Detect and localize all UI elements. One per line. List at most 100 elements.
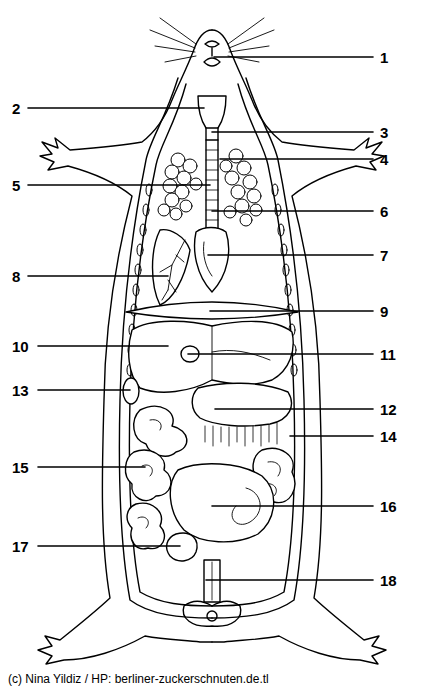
body-outline [38,30,212,664]
callout-number: 10 [12,339,29,354]
callout-number: 4 [380,152,388,167]
lungs [177,171,191,185]
leader-lines [220,158,373,160]
heart [195,228,229,293]
leader-lines [212,505,373,507]
leader-lines [28,107,204,109]
pelvis [183,602,241,627]
callout-number: 17 [12,539,29,554]
callout-number: 14 [380,429,397,444]
stomach [205,423,277,446]
rectum [212,562,213,600]
callout-number: 1 [380,50,388,65]
ribs [137,244,143,256]
leader-lines [212,131,373,133]
leader-lines [290,435,373,437]
lungs [229,149,243,163]
lungs [190,178,202,190]
heart [195,228,229,293]
liver [129,321,293,392]
stomach [192,383,291,426]
ribs [278,224,284,236]
ribs [291,364,297,376]
leader-lines [38,345,168,347]
callout-number: 12 [380,402,397,417]
whiskers [228,18,274,62]
intestine [125,450,171,500]
pelvis [207,611,217,621]
lungs [240,214,252,226]
ribs [143,204,149,216]
lungs [237,161,251,175]
lungs [250,204,262,216]
callout-number: 11 [380,347,396,362]
lungs [224,206,236,218]
throat [198,96,226,140]
liver [212,326,270,380]
lungs [158,204,170,216]
intestine [127,503,164,549]
leader-lines [206,579,373,581]
leader-lines [208,254,373,256]
pelvis [183,602,241,627]
intestine [138,420,161,528]
callout-number: 6 [380,204,388,219]
callout-number: 7 [380,248,388,263]
callout-number: 13 [12,383,29,398]
callout-number: 15 [12,460,29,475]
cecum [170,464,273,542]
spleen [123,378,139,404]
spleen [123,378,139,404]
callout-number: 16 [380,499,397,514]
leader-lines [210,310,373,312]
callout-number: 2 [12,101,20,116]
ribs [272,184,278,196]
whiskers [150,18,196,62]
leader-lines [214,56,373,58]
lung-lobe [153,230,191,305]
bladder [167,533,197,561]
leader-lines [28,184,210,186]
callout-number: 8 [12,269,20,284]
nose-mouth [205,41,219,47]
leader-lines [28,57,373,580]
lung-lobe [153,230,191,305]
rectum [204,560,220,602]
callout-number: 3 [380,125,388,140]
lungs [247,189,261,203]
rectum [204,560,220,602]
leader-lines [188,353,373,355]
ribs [285,284,291,296]
lung-lobe [160,240,185,300]
stomach [192,383,291,446]
nose-mouth [204,41,220,66]
leader-lines [38,545,180,547]
intestine [134,406,187,456]
lungs [231,185,245,199]
callout-number: 18 [380,573,397,588]
rat-anatomy-illustration [28,18,386,664]
leader-lines [212,210,373,212]
copyright-note: (c) Nina Yildiz / HP: berliner-zuckersch… [8,673,269,685]
ribs [140,224,146,236]
ribs [275,204,281,216]
leader-lines [38,389,130,391]
throat [206,128,218,140]
lungs [180,200,192,212]
heart [203,242,212,276]
ribs [133,284,139,296]
ribs [135,264,141,276]
callout-number: 9 [380,304,388,319]
leader-lines [215,408,373,410]
lungs [170,208,182,220]
cecum [170,464,273,542]
lungs [158,149,262,226]
throat [198,96,226,128]
lungs [225,171,239,185]
lungs [220,160,232,172]
callout-number: 5 [12,178,20,193]
ribs [283,264,289,276]
